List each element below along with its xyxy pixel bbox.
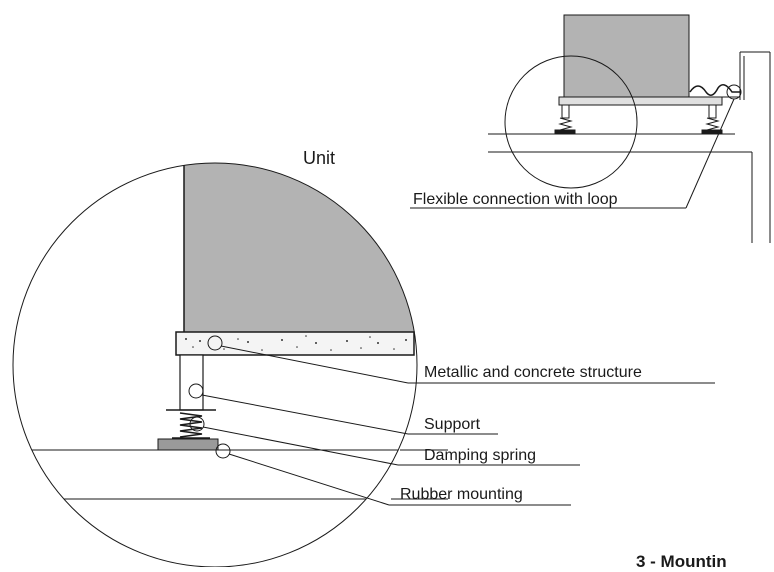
detail-damping-spring xyxy=(179,412,203,438)
overview-spring-right xyxy=(705,117,720,131)
figure-caption: 3 - Mountin xyxy=(636,552,727,567)
overview-leg-right xyxy=(708,104,717,119)
overview-rubber-right xyxy=(701,129,723,135)
flexible-connection-label: Flexible connection with loop xyxy=(413,191,618,208)
structure-label: Metallic and concrete structure xyxy=(424,364,642,381)
detail-rubber-mounting xyxy=(157,438,219,451)
detail-unit-body xyxy=(183,163,417,333)
rubber-marker xyxy=(215,443,231,459)
flexible-connection-leader xyxy=(685,98,735,209)
damping-spring-label: Damping spring xyxy=(424,447,536,464)
spring-leader xyxy=(202,426,399,466)
leader-lines xyxy=(188,335,715,506)
spring-marker xyxy=(189,416,205,432)
overview-rubber-left xyxy=(554,129,576,135)
overview-flexible-connection xyxy=(689,84,740,96)
rubber-leader xyxy=(228,453,390,506)
support-leader xyxy=(201,394,409,435)
overview-leg-left xyxy=(561,104,570,119)
structure-marker xyxy=(207,335,223,351)
overview-platform xyxy=(558,96,723,106)
unit-label: Unit xyxy=(303,148,335,168)
support-label: Support xyxy=(424,416,481,433)
rubber-mounting-label: Rubber mounting xyxy=(400,486,523,503)
overview-spring-left xyxy=(558,117,573,131)
detail-support-leg xyxy=(179,354,204,411)
structure-leader xyxy=(220,345,409,384)
concrete-speckles xyxy=(185,335,407,351)
detail-view xyxy=(12,162,448,568)
overview-magnifier-circle xyxy=(504,55,638,189)
support-marker xyxy=(188,383,204,399)
overview-diagram xyxy=(410,14,771,243)
